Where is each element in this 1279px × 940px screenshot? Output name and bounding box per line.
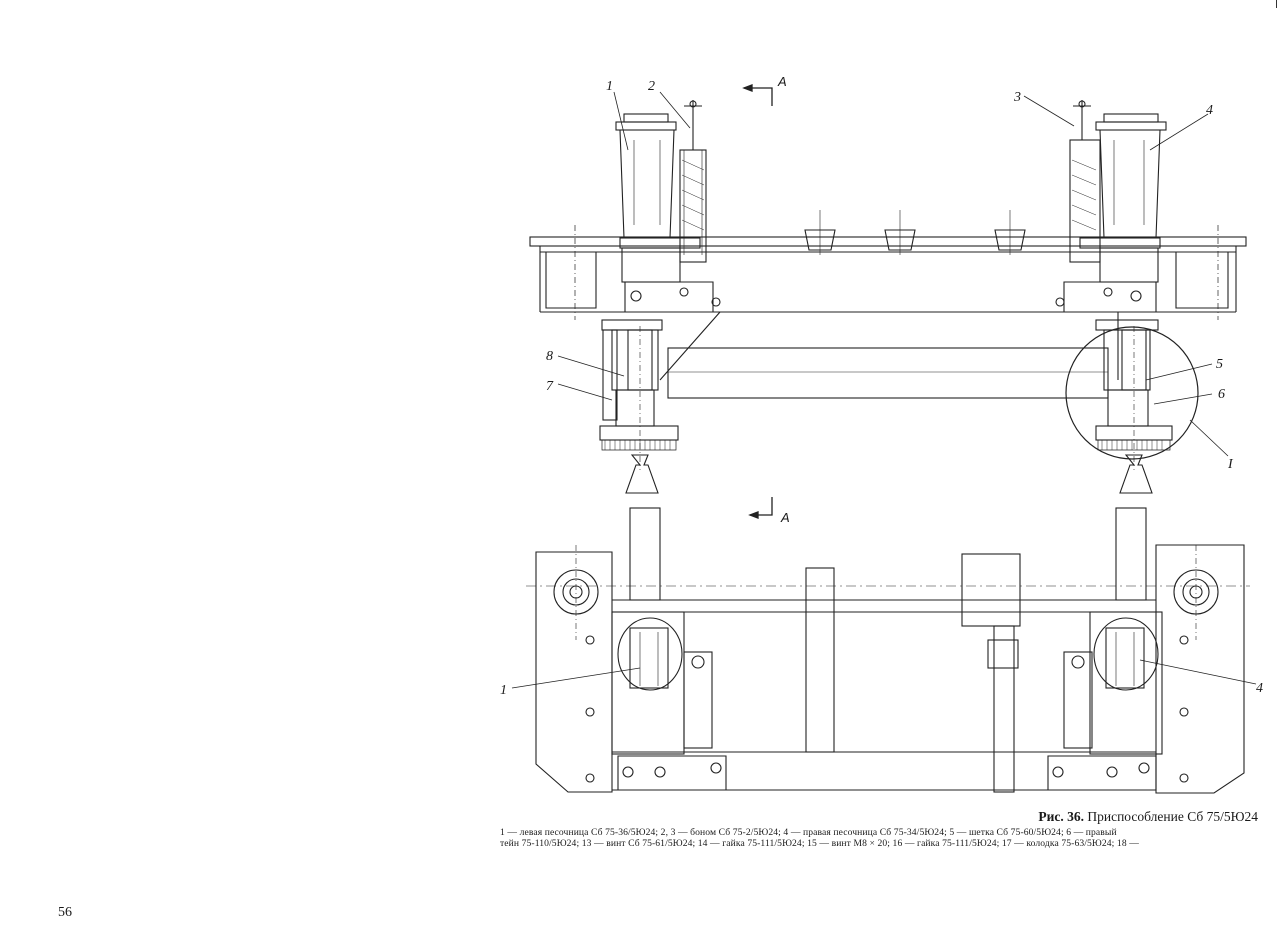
figure-number: Рис. 36. <box>1038 809 1084 824</box>
callout-1-plan: 1 <box>500 683 507 698</box>
figure-caption-title: Рис. 36. Приспособление Сб 75/5Ю24 <box>998 809 1258 825</box>
callout-6: 6 <box>1218 387 1225 402</box>
leader-lines <box>557 91 1229 457</box>
callout-5: 5 <box>1216 357 1223 372</box>
callout-2: 2 <box>648 79 655 94</box>
caption-line-2: тейн 75-110/5Ю24; 13 — винт Сб 75-61/5Ю2… <box>500 838 1139 849</box>
page-number: 56 <box>58 905 72 920</box>
plan-frame <box>526 507 1250 794</box>
caption-line-1: 1 — левая песочница Сб 75-36/5Ю24; 2, 3 … <box>500 827 1117 838</box>
plan-leaders <box>511 659 1257 689</box>
figure-title: Приспособление Сб 75/5Ю24 <box>1087 809 1258 824</box>
section-label: I <box>1227 457 1234 472</box>
plan-flanges <box>553 569 1219 783</box>
section-arrows <box>742 84 773 519</box>
view-label-bottom: A <box>780 510 790 525</box>
callout-8: 8 <box>546 349 553 364</box>
page-edge-mark <box>1276 0 1277 8</box>
figure-caption-body: 1 — левая песочница Сб 75-36/5Ю24; 2, 3 … <box>500 827 1270 849</box>
right-sandbox-plan <box>1047 611 1163 791</box>
frame-fittings <box>804 210 1026 255</box>
view-label-top: A <box>777 74 787 89</box>
callout-3: 3 <box>1013 90 1021 105</box>
left-sandbox-plan <box>611 611 727 791</box>
left-sandbox-elevation <box>599 100 722 494</box>
callout-labels: 1 2 3 4 5 6 7 8 1 4 A A I <box>500 74 1263 698</box>
callout-1: 1 <box>606 79 613 94</box>
right-sandbox-elevation <box>1055 100 1199 494</box>
callout-4: 4 <box>1206 103 1213 118</box>
callout-4-plan: 4 <box>1256 681 1263 696</box>
callout-7: 7 <box>546 379 554 394</box>
